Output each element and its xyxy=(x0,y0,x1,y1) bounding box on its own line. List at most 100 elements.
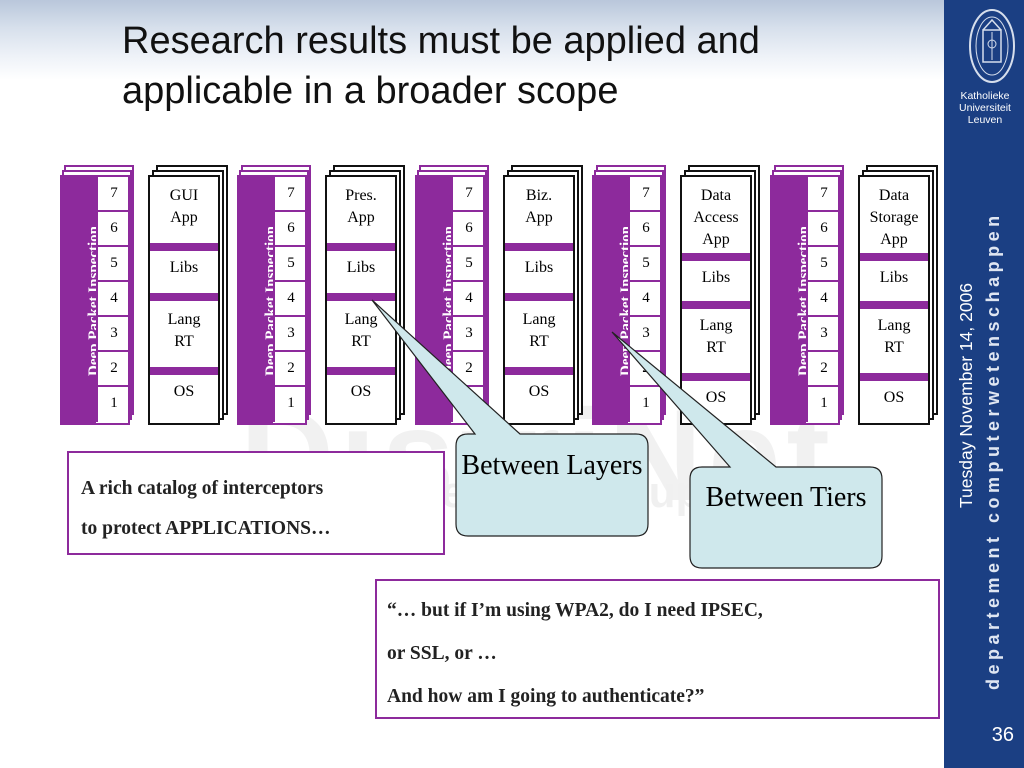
layer-divider xyxy=(505,293,573,301)
runtime-layer-label: Lang RT xyxy=(344,311,378,350)
runtime-layer-label: Lang RT xyxy=(699,317,733,356)
page-number: 36 xyxy=(991,724,1014,746)
osi-stack: Deep Packet Inspection 7 6 5 4 3 2 1 xyxy=(770,165,844,425)
dpi-band: Deep Packet Inspection xyxy=(239,177,279,423)
os-layer-label: OS xyxy=(350,383,372,400)
libs-layer-label: Libs xyxy=(346,259,376,276)
university-line-2: Universiteit xyxy=(959,102,1011,114)
layer-divider xyxy=(150,367,218,375)
layer-divider xyxy=(682,253,750,261)
libs-layer-label: Libs xyxy=(169,259,199,276)
os-layer-label: OS xyxy=(528,383,550,400)
osi-layer: 4 xyxy=(451,282,483,317)
app-stack: GUI App Libs Lang RT OS xyxy=(148,165,230,425)
university-line-1: Katholieke xyxy=(960,90,1010,102)
osi-stack: Deep Packet Inspection 7 6 5 4 3 2 1 xyxy=(415,165,489,425)
osi-layer: 7 xyxy=(628,177,660,212)
os-layer-label: OS xyxy=(883,389,905,406)
university-seal-icon xyxy=(969,9,1015,83)
runtime-layer-label: Lang RT xyxy=(167,311,201,350)
app-layer-label: Data Access App xyxy=(693,187,739,248)
stack-front: Deep Packet Inspection 7 6 5 4 3 2 1 xyxy=(60,175,130,425)
osi-layer: 7 xyxy=(273,177,305,212)
osi-layer: 3 xyxy=(451,317,483,352)
app-layer-label: Data Storage App xyxy=(869,187,919,248)
osi-layer: 6 xyxy=(806,212,838,247)
layer-divider xyxy=(505,367,573,375)
osi-layer: 4 xyxy=(628,282,660,317)
stack-front: Deep Packet Inspection 7 6 5 4 3 2 1 xyxy=(592,175,662,425)
osi-layer: 6 xyxy=(273,212,305,247)
slide-date: Tuesday November 14, 2006 xyxy=(956,282,976,508)
layer-divider xyxy=(682,301,750,309)
libs-layer-label: Libs xyxy=(879,269,909,286)
interceptors-line-1: A rich catalog of interceptors xyxy=(81,478,324,499)
stack-front: Deep Packet Inspection 7 6 5 4 3 2 1 xyxy=(770,175,840,425)
app-stack: Data Storage App Libs Lang RT OS xyxy=(858,165,940,425)
layer-divider xyxy=(505,243,573,251)
dpi-band: Deep Packet Inspection xyxy=(62,177,102,423)
stack-front: GUI App Libs Lang RT OS xyxy=(148,175,220,425)
stack-front: Deep Packet Inspection 7 6 5 4 3 2 1 xyxy=(237,175,307,425)
layer-divider xyxy=(327,367,395,375)
osi-layer: 6 xyxy=(628,212,660,247)
stack-front: Pres. App Libs Lang RT OS xyxy=(325,175,397,425)
university-name: Katholieke Universiteit Leuven xyxy=(946,90,1024,126)
quote-line-2: or SSL, or … xyxy=(387,643,497,664)
university-line-3: Leuven xyxy=(967,114,1003,126)
osi-layer: 1 xyxy=(451,387,483,422)
title-line-2: applicable in a broader scope xyxy=(122,70,619,112)
runtime-layer-label: Lang RT xyxy=(522,311,556,350)
app-layer-label: Pres. App xyxy=(345,187,377,226)
osi-layer: 5 xyxy=(451,247,483,282)
osi-layer: 3 xyxy=(96,317,128,352)
department-name: departement computerwetenschappen xyxy=(983,211,1003,690)
osi-layer: 4 xyxy=(96,282,128,317)
layer-divider xyxy=(860,301,928,309)
osi-layer: 2 xyxy=(451,352,483,387)
osi-layer: 1 xyxy=(806,387,838,422)
header-band xyxy=(0,0,944,80)
quote-line-3: And how am I going to authenticate?” xyxy=(387,686,705,707)
osi-layer: 1 xyxy=(273,387,305,422)
osi-layer: 5 xyxy=(806,247,838,282)
stack-front: Biz. App Libs Lang RT OS xyxy=(503,175,575,425)
osi-layer: 2 xyxy=(806,352,838,387)
osi-layer: 1 xyxy=(628,387,660,422)
osi-layer: 7 xyxy=(96,177,128,212)
layer-divider xyxy=(327,293,395,301)
osi-layer: 2 xyxy=(628,352,660,387)
quote-line-1: “… but if I’m using WPA2, do I need IPSE… xyxy=(387,600,763,621)
osi-layer: 3 xyxy=(806,317,838,352)
osi-layer: 6 xyxy=(96,212,128,247)
libs-layer-label: Libs xyxy=(701,269,731,286)
interceptors-line-2: to protect APPLICATIONS… xyxy=(81,518,331,539)
title-line-1: Research results must be applied and xyxy=(122,20,760,62)
interceptors-box: A rich catalog of interceptors to protec… xyxy=(67,451,445,555)
layer-divider xyxy=(327,243,395,251)
osi-stack: Deep Packet Inspection 7 6 5 4 3 2 1 xyxy=(592,165,666,425)
layer-divider xyxy=(682,373,750,381)
dpi-band: Deep Packet Inspection xyxy=(594,177,634,423)
runtime-layer-label: Lang RT xyxy=(877,317,911,356)
dpi-band: Deep Packet Inspection xyxy=(417,177,457,423)
libs-layer-label: Libs xyxy=(524,259,554,276)
osi-layer: 3 xyxy=(628,317,660,352)
app-layer-label: Biz. App xyxy=(525,187,553,226)
stack-front: Data Storage App Libs Lang RT OS xyxy=(858,175,930,425)
layer-divider xyxy=(860,373,928,381)
osi-stack: Deep Packet Inspection 7 6 5 4 3 2 1 xyxy=(60,165,134,425)
osi-layer: 5 xyxy=(628,247,660,282)
stack-front: Data Access App Libs Lang RT OS xyxy=(680,175,752,425)
osi-layer: 6 xyxy=(451,212,483,247)
osi-layer: 2 xyxy=(273,352,305,387)
app-stack: Data Access App Libs Lang RT OS xyxy=(680,165,762,425)
osi-stack: Deep Packet Inspection 7 6 5 4 3 2 1 xyxy=(237,165,311,425)
osi-layer: 1 xyxy=(96,387,128,422)
between-layers-callout: Between Layers xyxy=(461,450,643,481)
layer-divider xyxy=(150,243,218,251)
osi-layer: 4 xyxy=(273,282,305,317)
quote-box: “… but if I’m using WPA2, do I need IPSE… xyxy=(375,579,940,719)
os-layer-label: OS xyxy=(173,383,195,400)
osi-layer: 7 xyxy=(451,177,483,212)
